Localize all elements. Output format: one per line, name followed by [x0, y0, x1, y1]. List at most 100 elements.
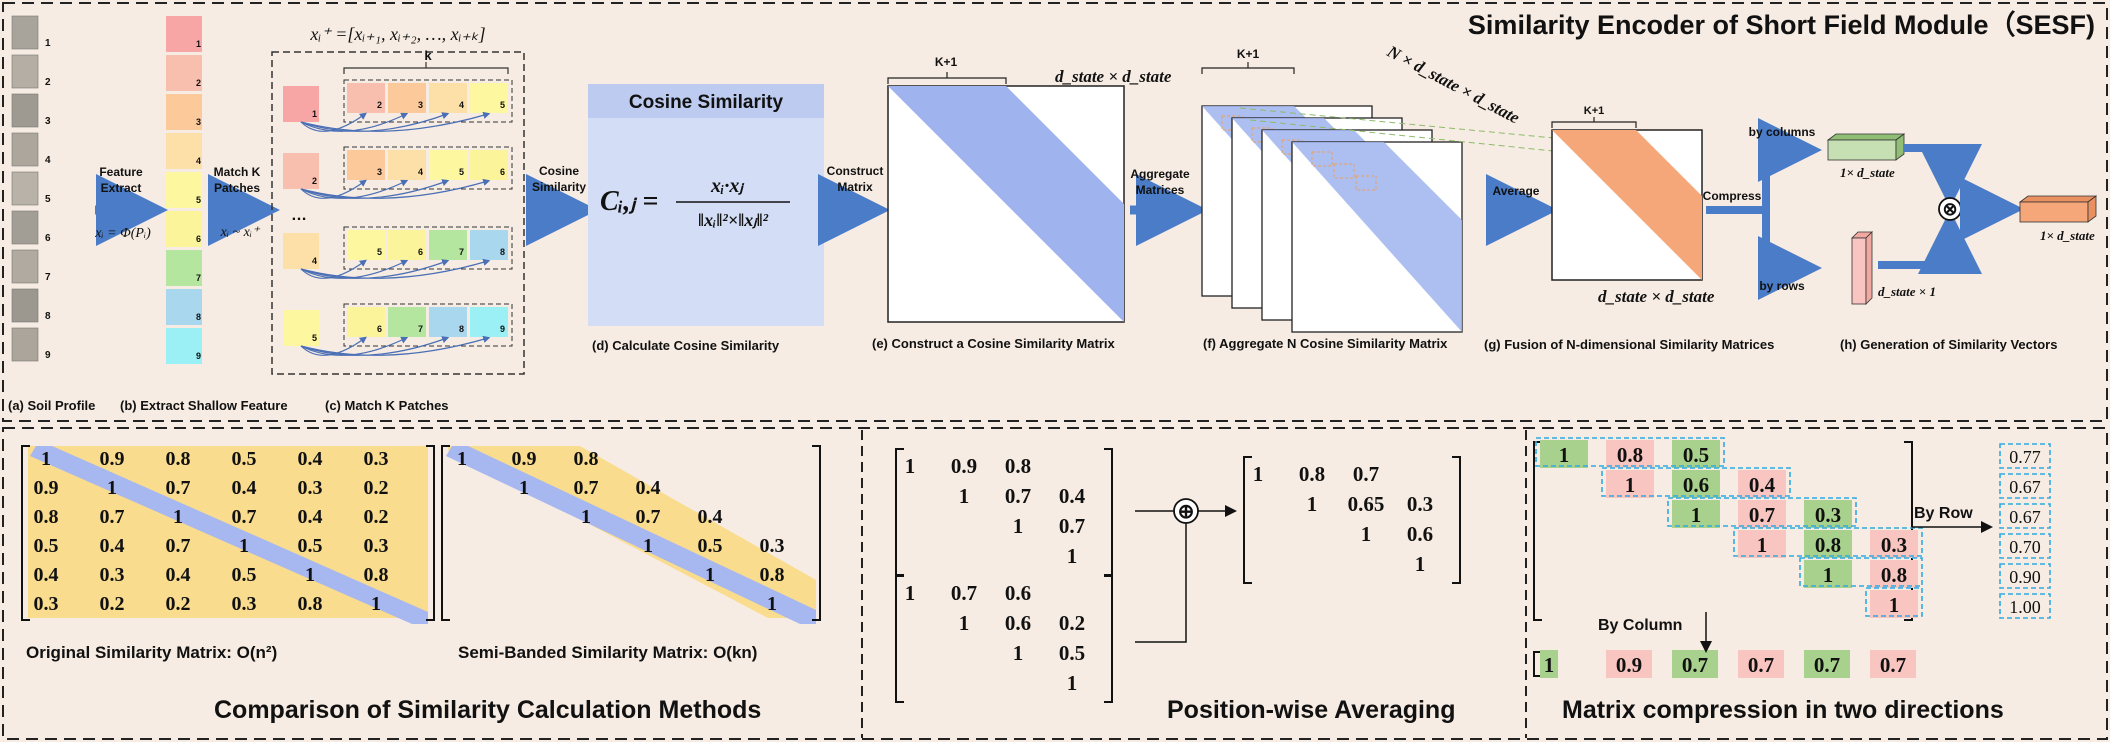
compress-row-outline [1601, 467, 1791, 497]
original-cell: 0.5 [232, 564, 257, 586]
avg-result-cell: 0.8 [1299, 462, 1325, 486]
banded-cell: 0.8 [760, 564, 785, 586]
row-value: 1.00 [2009, 597, 2041, 617]
row-vector [1827, 139, 1897, 161]
anchor-patch [283, 233, 319, 269]
matched-patch-number: 7 [418, 324, 423, 334]
cosine-box [588, 84, 824, 326]
compress-cell-bg [1804, 530, 1852, 558]
soil-tile [11, 93, 39, 128]
merge-arrow-top [1904, 144, 1982, 208]
patch-group [343, 226, 513, 270]
original-cell: 0.4 [298, 448, 323, 470]
feature-formula: xᵢ = Φ(Pᵢ) [94, 226, 151, 241]
feature-block [166, 172, 202, 208]
feature-block [166, 133, 202, 169]
soil-tile [11, 171, 39, 206]
compress-row-outline [1799, 557, 1923, 587]
out-vector [2019, 201, 2089, 223]
compress-cell-bg [1870, 590, 1918, 618]
match-link [300, 335, 491, 356]
soil-tile-number: 8 [45, 311, 51, 322]
banded-cell: 1 [519, 477, 529, 499]
original-cell: 0.2 [364, 477, 389, 499]
patch-group [343, 79, 513, 123]
compress-cell-bg [1540, 440, 1588, 468]
caption-a: (a) Soil Profile [8, 398, 95, 413]
avg-result-cell: 1 [1307, 492, 1318, 516]
avg-result-cell: 0.6 [1407, 522, 1433, 546]
col-vector-label: d_state × 1 [1878, 284, 1936, 299]
compress-cell-bg [1672, 470, 1720, 498]
k-bracket [343, 62, 509, 74]
feature-block-number: 8 [196, 312, 201, 322]
match-link [300, 258, 491, 279]
matched-patch [470, 307, 508, 337]
avg-matrix-1-cell: 0.8 [1005, 454, 1031, 478]
row-value: 0.70 [2009, 537, 2041, 557]
caption-e: (e) Construct a Cosine Similarity Matrix [872, 336, 1115, 351]
banded-cell: 1 [581, 506, 591, 528]
compress-cell-bg [1672, 440, 1720, 468]
original-cell: 0.3 [232, 593, 257, 615]
feature-block-number: 7 [196, 273, 201, 283]
otimes-symbol: ⊗ [1942, 199, 1957, 219]
row-value: 0.67 [2009, 507, 2041, 527]
matched-patch-number: 5 [377, 247, 382, 257]
row-value-box [1999, 593, 2051, 619]
feature-block-number: 1 [196, 39, 201, 49]
row-value-box [1999, 503, 2051, 529]
original-cell: 0.3 [34, 593, 59, 615]
soil-tile-number: 4 [45, 155, 51, 166]
feature-block-number: 2 [196, 78, 201, 88]
cosine-sim-label-1: Cosine [539, 164, 579, 178]
matched-patch [470, 150, 508, 180]
anchor-patch-number: 1 [312, 109, 317, 119]
oplus-symbol: ⊕ [1178, 501, 1195, 523]
col-value-bg [1540, 650, 1558, 678]
matched-patch [347, 150, 385, 180]
avg-result-left-bracket [1243, 456, 1252, 584]
compress-cell: 0.3 [1815, 503, 1841, 527]
construct-label-1: Construct [827, 164, 884, 178]
stacked-matrix [1291, 141, 1463, 333]
banded-cell: 0.8 [574, 448, 599, 470]
compress-row-outline [1535, 437, 1725, 467]
module-title: Similarity Encoder of Short Field Module… [1468, 10, 2095, 40]
anchor-patch-number: 5 [312, 333, 317, 343]
avg-result-cell: 1 [1253, 462, 1264, 486]
original-cell: 0.9 [34, 477, 59, 499]
banded-cell: 1 [457, 448, 467, 470]
match-k-label-1: Match K [214, 165, 261, 179]
compress-cell: 0.8 [1881, 563, 1907, 587]
feature-block-number: 3 [196, 117, 201, 127]
compress-cell: 1 [1691, 503, 1702, 527]
compression-title: Matrix compression in two directions [1562, 696, 2004, 724]
avg-matrix-2-cell: 0.7 [951, 581, 977, 605]
match-link [300, 112, 450, 132]
original-cell: 0.2 [364, 506, 389, 528]
matched-patch [429, 150, 467, 180]
matched-patch-number: 6 [500, 167, 505, 177]
compress-cell: 0.7 [1749, 503, 1775, 527]
cosine-title: Cosine Similarity [629, 92, 784, 113]
bottom-panel-border [2, 427, 2108, 740]
original-cell: 1 [371, 593, 381, 615]
feature-block [166, 55, 202, 91]
construct-label-2: Matrix [837, 180, 873, 194]
compress-cell-bg [1738, 530, 1786, 558]
original-cell: 0.3 [364, 448, 389, 470]
original-cell: 0.2 [166, 593, 191, 615]
avg-matrix-2-cell: 0.6 [1005, 611, 1031, 635]
matched-patch-number: 8 [459, 324, 464, 334]
match-link [300, 178, 491, 199]
banded-cell: 0.9 [512, 448, 537, 470]
compress-cell-bg [1738, 500, 1786, 528]
feature-block [166, 211, 202, 247]
cosine-box-header [588, 84, 824, 118]
soil-tile [11, 327, 39, 362]
compress-cell-bg [1738, 470, 1786, 498]
avg-matrix-1-cell: 1 [959, 484, 970, 508]
